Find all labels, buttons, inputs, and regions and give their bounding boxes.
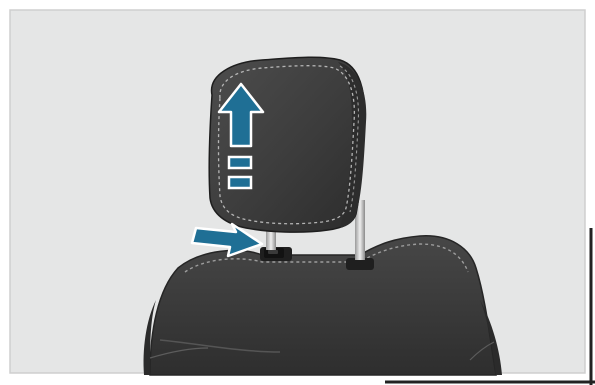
seat-back	[144, 236, 503, 375]
